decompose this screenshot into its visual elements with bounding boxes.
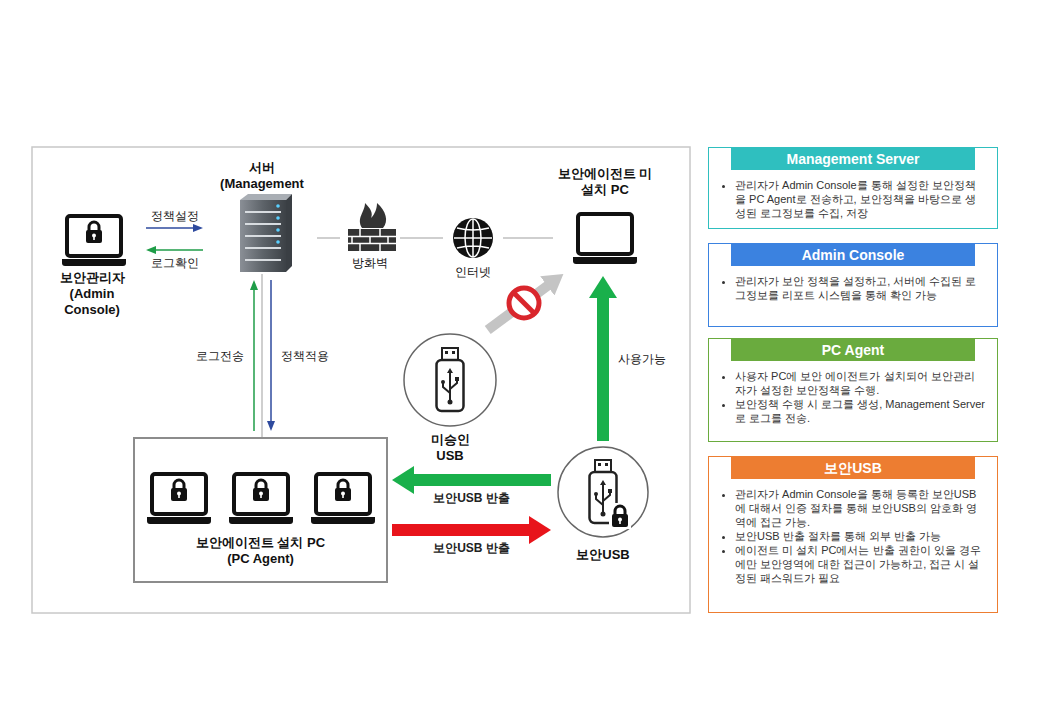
server-side bbox=[286, 194, 292, 272]
server-light bbox=[276, 228, 280, 232]
node-label: 보안에이전트 설치 PC (PC Agent) bbox=[191, 535, 331, 567]
prohibit-sign bbox=[509, 288, 539, 318]
connector bbox=[503, 237, 553, 239]
unmanaged-pc-node: 보안에이전트 미설치 PC bbox=[553, 166, 657, 270]
bullet-list: 관리자가 Admin Console를 통해 설정한 보안정책을 PC Agen… bbox=[709, 178, 985, 220]
connector bbox=[270, 280, 272, 423]
admin-console-node: 보안관리자 (Admin Console) bbox=[42, 212, 142, 318]
bullet-list: 관리자가 보안 정책을 설정하고, 서버에 수집된 로그정보를 리포트 시스템을… bbox=[709, 274, 985, 302]
server-light bbox=[276, 216, 280, 220]
panel-heading: PC Agent bbox=[731, 339, 975, 361]
connector bbox=[317, 237, 340, 239]
brick-joint bbox=[348, 229, 396, 251]
connector bbox=[400, 237, 443, 239]
connector bbox=[412, 474, 551, 486]
info-panel: 보안USB 관리자가 Admin Console을 통해 등록한 보안USB에 대… bbox=[708, 456, 998, 613]
agent-pc-group: 보안에이전트 설치 PC (PC Agent) bbox=[133, 437, 388, 583]
flame bbox=[360, 203, 386, 228]
unmanaged-laptop bbox=[573, 214, 637, 264]
panel-heading: 보안USB bbox=[731, 457, 975, 479]
usb-circle bbox=[404, 334, 496, 426]
connector bbox=[154, 249, 203, 251]
lock-icon bbox=[253, 480, 269, 501]
connector bbox=[253, 288, 255, 431]
firewall-node: 방화벽 bbox=[340, 203, 400, 271]
panel-text: 관리자가 Admin Console를 통해 설정한 보안정책을 PC Agen… bbox=[735, 178, 985, 220]
panel-text: 사용자 PC에 보안 에이전트가 설치되어 보안관리자가 설정한 보안정책을 수… bbox=[735, 369, 985, 397]
node-label: 보안USB bbox=[555, 547, 651, 563]
panel-text: 관리자가 보안 정책을 설정하고, 서버에 수집된 로그정보를 리포트 시스템을… bbox=[735, 274, 985, 302]
info-panel: PC Agent 사용자 PC에 보안 에이전트가 설치되어 보안관리자가 설정한… bbox=[708, 338, 998, 442]
server-light bbox=[276, 240, 280, 244]
firewall-icon bbox=[348, 203, 396, 251]
agent-laptop bbox=[147, 474, 211, 524]
lock-icon bbox=[335, 480, 351, 501]
outer-frame bbox=[32, 147, 690, 613]
node-label: 방화벽 bbox=[340, 255, 400, 271]
connector bbox=[146, 227, 195, 229]
bullet-list: 사용자 PC에 보안 에이전트가 설치되어 보안관리자가 설정한 보안정책을 수… bbox=[709, 369, 985, 425]
node-label: 보안관리자 (Admin Console) bbox=[42, 270, 142, 318]
edge-label: 정책적용 bbox=[281, 349, 329, 363]
globe bbox=[453, 218, 493, 258]
connector bbox=[261, 274, 263, 437]
lock-ground bbox=[609, 503, 631, 529]
internet-globe bbox=[453, 218, 493, 258]
admin-laptop bbox=[62, 216, 126, 266]
server-slot bbox=[245, 212, 281, 260]
panel-heading: Admin Console bbox=[731, 244, 975, 266]
server-node: 서버 (Management bbox=[207, 160, 317, 274]
edge-label: 사용가능 bbox=[618, 352, 666, 366]
info-panel: Management Server 관리자가 Admin Console를 통해 … bbox=[708, 147, 998, 229]
edge-label: 보안USB 반출 bbox=[433, 541, 510, 555]
secure-usb-node: 보안USB bbox=[555, 447, 651, 563]
edge-label: 로그확인 bbox=[151, 256, 199, 270]
panel-text: 보안정책 수행 시 로그를 생성, Management Server로 로그를… bbox=[735, 397, 985, 425]
server-front bbox=[240, 200, 286, 272]
globe-line bbox=[454, 219, 492, 257]
connectors bbox=[146, 228, 603, 530]
node-label: 보안에이전트 미설치 PC bbox=[553, 166, 657, 198]
panel-text: 관리자가 Admin Console을 통해 등록한 보안USB에 대해서 인증… bbox=[735, 487, 985, 529]
panel-text: 에이전트 미 설치 PC에서는 반출 권한이 있을 경우에만 보안영역에 대한 … bbox=[735, 543, 985, 585]
server-top bbox=[240, 194, 292, 200]
node-label: 서버 (Management bbox=[207, 160, 317, 192]
server-light bbox=[276, 204, 280, 208]
internet-node: 인터넷 bbox=[443, 214, 503, 280]
panel-text: 보안USB 반출 절차를 통해 외부 반출 가능 bbox=[735, 529, 985, 543]
unapproved-usb-node: 미승인 USB bbox=[404, 334, 496, 464]
lock-icon bbox=[171, 480, 187, 501]
usb-circle bbox=[558, 447, 648, 537]
bullet-list: 관리자가 Admin Console을 통해 등록한 보안USB에 대해서 인증… bbox=[709, 487, 985, 585]
prohibit-bar bbox=[514, 293, 535, 314]
lock-icon bbox=[612, 506, 628, 527]
connector bbox=[488, 285, 549, 330]
brick-wall bbox=[348, 229, 396, 251]
info-panel: Admin Console 관리자가 보안 정책을 설정하고, 서버에 수집된 로… bbox=[708, 243, 998, 327]
edge-label: 정책설정 bbox=[151, 209, 199, 223]
lock-icon bbox=[86, 222, 102, 243]
usb-stick bbox=[437, 348, 464, 411]
agent-laptop bbox=[229, 474, 293, 524]
connector bbox=[597, 296, 609, 441]
edge-label: 로그전송 bbox=[196, 349, 244, 363]
edge-label: 보안USB 반출 bbox=[433, 491, 510, 505]
agent-laptop bbox=[311, 474, 375, 524]
node-label: 인터넷 bbox=[443, 264, 503, 280]
panel-heading: Management Server bbox=[731, 148, 975, 170]
server-icon bbox=[240, 194, 292, 272]
connector bbox=[392, 524, 531, 536]
node-label: 미승인 USB bbox=[424, 432, 476, 464]
